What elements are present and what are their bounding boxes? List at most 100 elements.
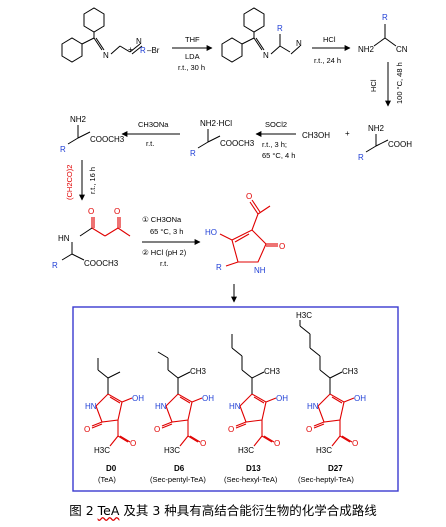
tetramic-acid-general: O O HO R NH	[205, 192, 285, 275]
cooh-label: COOH	[388, 140, 412, 149]
cooch3-label-2: COOCH3	[90, 135, 125, 144]
d13-code: D13	[246, 464, 261, 473]
d13-o-label: O	[228, 425, 234, 434]
d0-acetyl-o-label: O	[130, 439, 136, 448]
product-d13-structure: HN CH3 OH O O H3C	[228, 334, 288, 455]
acetyl-o-label: O	[246, 192, 252, 201]
r-group-8: R	[216, 263, 222, 272]
r-group-3: R	[382, 13, 388, 22]
amino-ester: NH2 R COOCH3	[60, 115, 125, 154]
amine-label-3: NH2	[70, 115, 87, 124]
step7-line-2: 65 °C, 3 h	[150, 227, 183, 236]
amide-nh-label: HN	[58, 234, 70, 243]
nitrile2-n-label: N	[296, 39, 302, 48]
lactam-o-label: O	[279, 242, 285, 251]
figure-caption: 图 2 TeA 及其 3 种具有高结合能衍生物的化学合成路线	[0, 500, 446, 519]
step7-line-1: ① CH3ONa	[142, 215, 182, 224]
d13-ch3-label: CH3	[264, 367, 281, 376]
d13-h3c-label: H3C	[238, 446, 254, 455]
d6-h3c-label: H3C	[164, 446, 180, 455]
ketone-o-label-1: O	[88, 207, 94, 216]
cooch3-label-1: COOCH3	[220, 139, 255, 148]
amino-ester-hcl: NH2·HCl R COOCH3	[190, 119, 255, 158]
amino-acid: NH2 R COOH	[358, 124, 412, 162]
d6-acetyl-o-label: O	[200, 439, 206, 448]
d27-acetyl-o-label: O	[352, 439, 358, 448]
amine-label-2: NH2	[368, 124, 385, 133]
imine-n-label: N	[103, 51, 109, 60]
d6-oh-label: OH	[202, 394, 214, 403]
step4-cond-1: r.t., 3 h;	[262, 140, 287, 149]
step1-conditions: r.t., 30 h	[178, 63, 205, 72]
d6-code: D6	[174, 464, 185, 473]
step4-socl2: SOCl2	[265, 120, 287, 129]
plus-sign-2: +	[345, 129, 350, 138]
d27-hn-label: HN	[307, 402, 319, 411]
cooch3-label-3: COOCH3	[84, 259, 119, 268]
step3-conditions: 100 °C, 48 h	[395, 62, 404, 104]
caption-suffix: 及其 3 种具有高结合能衍生物的化学合成路线	[119, 503, 377, 518]
d0-code: D0	[106, 464, 117, 473]
ring-nh-label: NH	[254, 266, 266, 275]
d0-h3c-label: H3C	[94, 446, 110, 455]
d27-o-label: O	[306, 425, 312, 434]
ketone-o-label-2: O	[114, 207, 120, 216]
amine-label-1: NH2	[358, 45, 375, 54]
step5-rt: r.t.	[146, 139, 154, 148]
imine2-n-label: N	[263, 51, 269, 60]
step6-conditions: r.t., 16 h	[88, 167, 97, 194]
products-box	[72, 306, 399, 492]
d27-h3c-label: H3C	[316, 446, 332, 455]
step5-ch3ona: CH3ONa	[138, 120, 169, 129]
intermediate-aminonitrile: R NH2 CN	[358, 13, 408, 54]
intermediate-alkylated-imine: N R N	[221, 7, 302, 63]
product-d0-structure: HN OH O O H3C	[84, 358, 144, 455]
amine-hcl-label: NH2·HCl	[200, 119, 232, 128]
d6-o-label: O	[154, 425, 160, 434]
step1-lda: LDA	[185, 52, 200, 61]
d0-oh-label: OH	[132, 394, 144, 403]
nitrile-n-label: N	[136, 37, 142, 46]
acetoacetamide-intermediate: O O HN R COOCH3	[52, 207, 131, 270]
step7-line-3: ② HCl (pH 2)	[142, 248, 187, 257]
r-group-2: R	[277, 24, 283, 33]
d27-ch3-label: CH3	[342, 367, 359, 376]
caption-tea: TeA	[97, 503, 120, 518]
enol-ho-label: HO	[205, 228, 217, 237]
step7-line-4: r.t.	[160, 259, 168, 268]
d13-oh-label: OH	[276, 394, 288, 403]
d0-o-label: O	[84, 425, 90, 434]
cn-label: CN	[396, 45, 408, 54]
d27-code: D27	[328, 464, 343, 473]
d6-name: (Sec-pentyl-TeA)	[150, 475, 206, 484]
d13-hn-label: HN	[229, 402, 241, 411]
step2-hcl: HCl	[323, 35, 336, 44]
step3-hcl: HCl	[369, 79, 378, 92]
r-group-4: R	[358, 153, 364, 162]
d13-name: (Sec-hexyl-TeA)	[224, 475, 278, 484]
step2-conditions: r.t., 24 h	[314, 56, 341, 65]
d6-hn-label: HN	[155, 402, 167, 411]
d27-oh-label: OH	[354, 394, 366, 403]
d0-hn-label: HN	[85, 402, 97, 411]
r-group-label: R	[140, 46, 146, 55]
d27-name: (Sec-heptyl-TeA)	[298, 475, 354, 484]
d13-acetyl-o-label: O	[274, 439, 280, 448]
step4-cond-2: 65 °C, 4 h	[262, 151, 295, 160]
step1-thf: THF	[185, 35, 200, 44]
plus-sign-1: +	[128, 45, 133, 54]
methanol-label: CH3OH	[302, 131, 330, 140]
bromide-label: –Br	[147, 46, 160, 55]
reactant-imine-nitrile: N N	[61, 7, 143, 63]
d27-top-h3c-label: H3C	[296, 311, 312, 320]
d6-ch3-label: CH3	[190, 367, 207, 376]
d0-name: (TeA)	[98, 475, 116, 484]
synthesis-scheme: N N + R –Br THF LDA r.t., 30 h N R N HCl…	[52, 7, 412, 492]
r-group-6: R	[60, 145, 66, 154]
caption-prefix: 图 2	[69, 503, 98, 518]
product-d6-structure: HN CH3 OH O O H3C	[154, 351, 214, 455]
step6-diketene: (CH2CO)2	[65, 165, 74, 200]
r-group-5: R	[190, 149, 196, 158]
product-d27-structure: HN H3C CH3 OH O O H3C	[296, 311, 366, 455]
r-group-7: R	[52, 261, 58, 270]
